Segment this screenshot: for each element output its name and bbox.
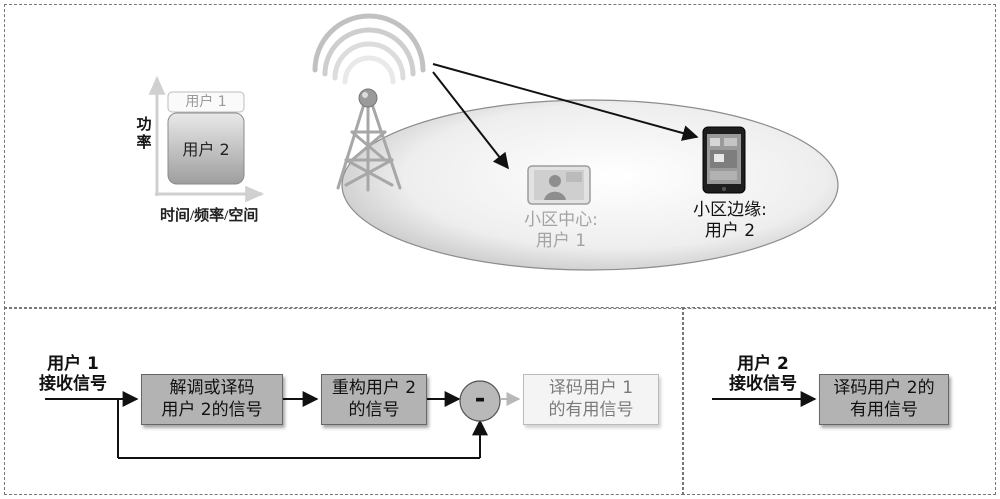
- signal-arrow-to-user2: [432, 63, 699, 141]
- power-user1-box: [167, 91, 245, 113]
- bottom-left-panel-frame: [4, 307, 684, 495]
- subtractor-node: [459, 380, 501, 422]
- base-station-tower-icon: [336, 102, 402, 192]
- power-user2-box: [167, 112, 245, 185]
- antenna-signal-waves: [312, 13, 426, 85]
- subtractor-minus-sign: -: [474, 384, 486, 414]
- reconstruct-user2-block: 重构用户 2 的信号: [321, 374, 427, 425]
- cell-edge-label-line1: 小区边缘:: [693, 200, 767, 220]
- user2-phone-icon: [702, 126, 746, 194]
- decode-user1-line1: 译码用户 1: [548, 378, 634, 399]
- decode-user2-line1: 译码用户 2的: [833, 378, 935, 399]
- signal-arrow-to-user1: [432, 71, 509, 170]
- receiver2-input-label: 用户 2 接收信号: [718, 354, 808, 395]
- antenna-top-icon: [358, 88, 378, 108]
- cell-edge-label-line2: 用户 2: [704, 221, 756, 241]
- reconstruct-user2-line2: 的信号: [348, 399, 400, 420]
- receiver1-flow-lines: [45, 391, 488, 459]
- bottom-right-panel-frame: [682, 307, 996, 495]
- power-y-axis-label: 功率: [136, 117, 152, 151]
- demod-decode-user2-block: 解调或译码 用户 2的信号: [141, 374, 283, 425]
- cell-center-label: 小区中心: 用户 1: [506, 210, 616, 252]
- user1-phone-icon: [527, 165, 591, 205]
- demod-decode-user2-line1: 解调或译码: [169, 378, 255, 399]
- power-user1-label: 用户 1: [185, 94, 227, 110]
- decode-user2-block: 译码用户 2的 有用信号: [819, 374, 949, 425]
- decode-user1-block: 译码用户 1 的有用信号: [523, 374, 659, 425]
- receiver1-input-line2: 接收信号: [39, 374, 107, 395]
- receiver1-input-label: 用户 1 接收信号: [28, 354, 118, 395]
- cell-center-label-line2: 用户 1: [535, 231, 587, 251]
- cell-center-label-line1: 小区中心:: [524, 210, 598, 230]
- cell-edge-label: 小区边缘: 用户 2: [675, 200, 785, 242]
- reconstruct-user2-line1: 重构用户 2: [331, 378, 417, 399]
- decode-user2-line2: 有用信号: [849, 399, 918, 420]
- power-x-axis-label: 时间/频率/空间: [160, 208, 259, 224]
- power-user2-label: 用户 2: [182, 140, 230, 159]
- receiver2-input-line2: 接收信号: [729, 374, 797, 395]
- top-panel-frame: [4, 4, 996, 309]
- decode-user1-line2: 的有用信号: [548, 399, 634, 420]
- demod-decode-user2-line2: 用户 2的信号: [161, 399, 263, 420]
- receiver1-input-line1: 用户 1: [47, 354, 99, 374]
- receiver2-input-line1: 用户 2: [737, 354, 789, 374]
